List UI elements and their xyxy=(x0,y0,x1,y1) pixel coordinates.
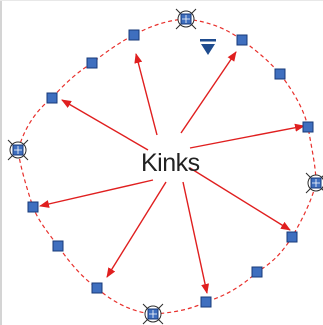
square-handle-icon[interactable] xyxy=(128,29,140,41)
square-handle-icon[interactable] xyxy=(251,266,263,278)
square-handle-icon[interactable] xyxy=(91,282,103,294)
square-handle-icon[interactable] xyxy=(286,231,298,243)
arrow-line xyxy=(106,181,167,278)
square-handle-icon[interactable] xyxy=(236,34,248,46)
arrow-line xyxy=(189,167,291,231)
arrow-line xyxy=(182,181,210,294)
square-handle-icon[interactable] xyxy=(302,121,314,133)
square-handle-icon[interactable] xyxy=(52,240,64,252)
square-handle-icon[interactable] xyxy=(46,92,58,104)
arrows-group xyxy=(39,51,305,294)
square-handle-icon[interactable] xyxy=(86,57,98,69)
canvas-left-edge xyxy=(0,0,2,325)
arrow-line xyxy=(39,179,154,208)
kink-marker-icon[interactable] xyxy=(305,172,323,194)
center-label: Kinks xyxy=(141,149,200,177)
kink-marker-icon[interactable] xyxy=(7,139,29,161)
arrow-line xyxy=(134,53,158,136)
square-handle-icon[interactable] xyxy=(274,68,286,80)
square-handle-icon[interactable] xyxy=(200,296,212,308)
kink-marker-icon[interactable] xyxy=(175,8,197,30)
dashed-path-outline xyxy=(17,18,317,315)
canvas-top-edge xyxy=(0,0,323,1)
square-handle-icon[interactable] xyxy=(27,201,39,213)
kink-marker-icon[interactable] xyxy=(142,303,164,325)
arrow-line xyxy=(61,99,149,151)
triangle-down-icon[interactable] xyxy=(200,39,216,55)
handles-group xyxy=(27,29,314,308)
arrow-line xyxy=(180,51,237,134)
kink-markers-group xyxy=(7,8,323,325)
arrow-line xyxy=(189,123,305,149)
